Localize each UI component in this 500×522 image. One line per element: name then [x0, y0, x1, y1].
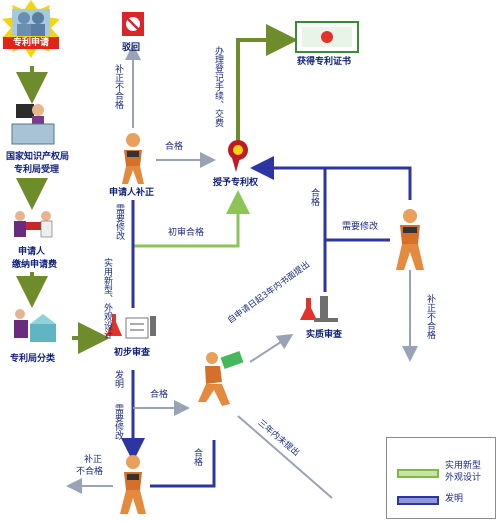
blue-paths — [121, 156, 412, 488]
reject-label: 驳回 — [122, 43, 141, 53]
classification-icon — [14, 309, 56, 342]
edge-utility-design: 实用新型、外观设计 — [102, 258, 112, 339]
grey-paths — [66, 270, 418, 499]
award-icon — [228, 140, 248, 172]
applicant-fix-label: 申请人补正 — [109, 188, 155, 198]
applicant-figure-center — [198, 350, 244, 406]
certificate-icon — [295, 21, 359, 53]
edge-needs-edit-bottom: 需要修改 — [113, 404, 123, 440]
prelim-lab-icon — [106, 314, 156, 339]
edge-unqualified-right: 补正不合格 — [425, 294, 435, 339]
grant-label: 授予专利权 — [213, 178, 259, 188]
edge-unqualified-low-2: 不合格 — [76, 467, 104, 477]
edge-qualified-low: 合格 — [192, 448, 202, 466]
edge-unqualified-fix: 补正不合格 — [113, 64, 123, 109]
prelim-label: 初步审查 — [114, 348, 151, 358]
edge-needs-edit-right: 需要修改 — [342, 222, 379, 232]
classify-label: 专利局分类 — [10, 354, 56, 364]
office-desk-icon — [11, 104, 55, 145]
reject-icon — [122, 12, 144, 36]
applicant-figure-bottom — [120, 455, 146, 514]
edge-register-fee: 办理登记手续、交费 — [213, 46, 223, 127]
start-label: 专利申请 — [3, 37, 59, 49]
fee-line2: 缴纳申请费 — [12, 260, 58, 270]
legend-label-green-1: 实用新型 — [445, 461, 482, 471]
legend-swatch-blue — [397, 496, 439, 505]
certificate-label: 获得专利证书 — [297, 57, 352, 67]
legend-swatch-green — [397, 469, 439, 478]
substantive-lab-icon — [300, 296, 338, 322]
fee-payment-icon — [14, 211, 53, 238]
applicant-figure-top — [122, 133, 144, 184]
edge-needs-edit-left: 需要修改 — [114, 204, 124, 240]
edge-prelim-pass: 初审合格 — [168, 228, 205, 238]
left-chain-arrows — [16, 24, 298, 354]
office-accept-line2: 专利局受理 — [14, 165, 60, 175]
office-accept-line1: 国家知识产权局 — [6, 152, 70, 162]
edge-qualified-right: 合格 — [309, 188, 319, 206]
edge-unqualified-low-1: 补正 — [84, 455, 103, 465]
legend: 实用新型 外观设计 发明 — [386, 437, 496, 519]
fee-line1: 申请人 — [18, 247, 46, 257]
start-star — [2, 0, 60, 58]
legend-label-green-2: 外观设计 — [445, 473, 482, 483]
edge-invention: 发明 — [113, 370, 123, 388]
applicant-figure-right — [396, 209, 424, 270]
top-grey-arrows — [125, 44, 216, 168]
legend-label-blue: 发明 — [445, 494, 464, 504]
edge-qualified-top: 合格 — [165, 142, 184, 152]
green-paths — [131, 190, 250, 308]
substantive-label: 实质审查 — [306, 330, 343, 340]
edge-qualified-mid: 合格 — [150, 390, 169, 400]
